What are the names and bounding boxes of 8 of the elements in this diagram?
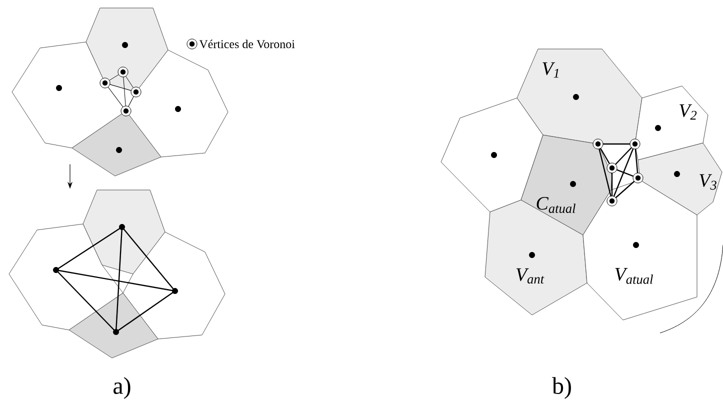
legend-text: Vértices de Voronoi	[199, 40, 295, 48]
voronoi-cell: V$_{atual}$	[582, 180, 698, 320]
voronoi-cell: V$_{2}$	[634, 86, 708, 160]
voronoi-cell: C$_{atual}$	[520, 134, 612, 236]
panel-label: b)	[552, 377, 571, 399]
voronoi-cell: V$_{1}$	[516, 48, 642, 144]
voronoi-cell: V$_{3}$	[638, 142, 722, 216]
voronoi-drawing	[8, 190, 226, 358]
